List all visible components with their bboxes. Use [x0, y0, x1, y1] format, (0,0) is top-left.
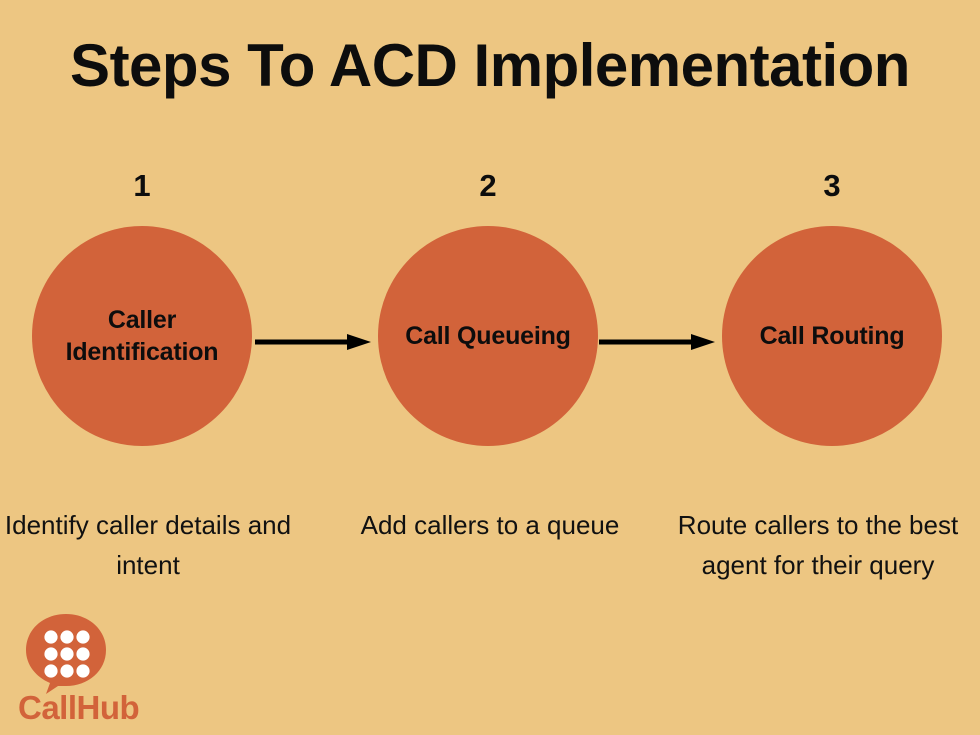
step-1-caption: Identify caller details and intent: [4, 510, 292, 581]
arrow-right-icon-step-1-to-2: [255, 334, 371, 350]
step-3-number: 3: [823, 168, 841, 203]
step-2-number: 2: [479, 168, 497, 203]
speech-bubble-dialpad-icon: [26, 614, 106, 694]
step-2-circle[interactable]: Call Queueing: [378, 226, 598, 446]
step-3-circle-label: Call Routing: [759, 322, 905, 350]
step-1: 1 Caller Identification: [0, 170, 292, 446]
step-2-circle-label: Call Queueing: [405, 322, 571, 350]
callhub-wordmark: CallHub: [18, 689, 140, 726]
step-1-circle[interactable]: Caller Identification: [32, 226, 252, 446]
step-1-circle-label: Caller Identification: [65, 306, 219, 366]
step-3: 3 Call Routing: [682, 170, 980, 446]
arrow-right-icon-step-2-to-3: [599, 334, 715, 350]
page-title: Steps To ACD Implementation: [70, 32, 910, 99]
step-3-caption: Route callers to the best agent for thei…: [677, 510, 959, 581]
step-1-number: 1: [133, 168, 151, 203]
step-2-caption: Add callers to a queue: [360, 510, 620, 540]
step-2: 2 Call Queueing: [338, 170, 638, 446]
step-3-circle[interactable]: Call Routing: [722, 226, 942, 446]
callhub-logo[interactable]: CallHub: [18, 613, 188, 735]
